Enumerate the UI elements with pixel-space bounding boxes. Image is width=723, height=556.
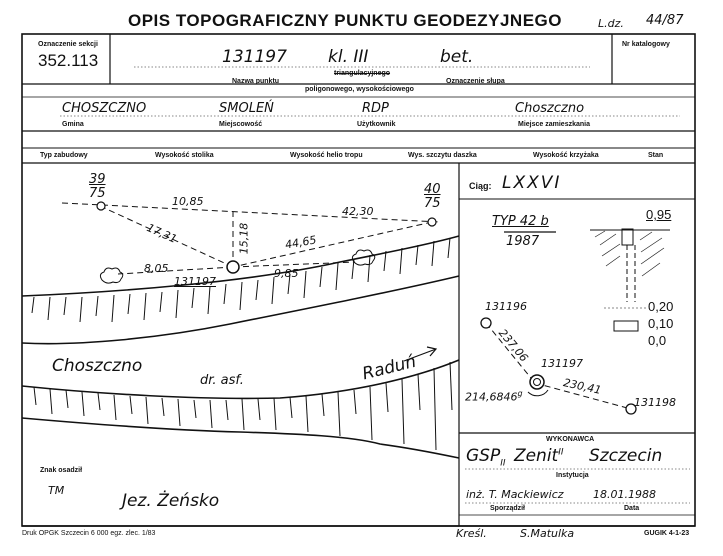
center-pt-label: 131197 xyxy=(174,275,216,288)
location-sketch xyxy=(22,201,460,459)
miejscowosc-value: SMOLEŃ xyxy=(219,101,274,116)
zamieszkania-value: Choszczno xyxy=(515,101,585,116)
point-name-label: Nazwa punktu xyxy=(232,78,280,85)
direction-arrow xyxy=(403,346,438,362)
znak-label: Znak osadził xyxy=(40,467,83,474)
embankment-hatching-lower xyxy=(33,361,453,451)
executor-city: Szczecin xyxy=(588,446,663,466)
pt-right-top: 40 xyxy=(424,182,441,197)
ciag-label: Ciąg: xyxy=(469,181,492,191)
traverse-angle: 214,6846g xyxy=(465,389,523,404)
mark-type-label: TYP 42 b xyxy=(492,214,549,229)
traverse-p2: 131197 xyxy=(541,357,583,370)
executor-person: inż. T. Mackiewicz xyxy=(466,488,564,501)
dist-15-18: 15,18 xyxy=(237,222,251,255)
lake-label: Jez. Żeńsko xyxy=(122,491,220,511)
mark-label: Oznaczenie słupa xyxy=(446,78,505,85)
town-left: Choszczno xyxy=(52,356,143,376)
inst-label: Instytucja xyxy=(556,472,589,479)
line-40-center xyxy=(232,221,433,268)
catalog-label: Nr katalogowy xyxy=(622,41,670,48)
road-label: dr. asf. xyxy=(200,373,244,388)
kreslil-label: Kreśl. xyxy=(456,527,487,540)
stan-label: Stan xyxy=(648,152,664,159)
embankment-hatching-upper xyxy=(31,237,451,323)
dist-8-05: 8,05 xyxy=(144,262,169,275)
height-095: 0,95 xyxy=(646,207,672,222)
traverse-line-1 xyxy=(485,322,536,384)
form-id: GUGIK 4-1-23 xyxy=(644,530,690,537)
traverse-p3: 131198 xyxy=(634,396,676,409)
traverse-p1: 131196 xyxy=(485,300,527,313)
wys-heli-label: Wysokość helio tropu xyxy=(290,152,363,159)
uzytkownik-label: Użytkownik xyxy=(357,121,396,128)
traverse-angle-value: 214,6846 xyxy=(465,390,518,404)
line-39-center xyxy=(99,205,234,268)
line-center-right xyxy=(232,261,356,268)
wys-krzyzaka-label: Wysokość krzyżaka xyxy=(533,152,599,159)
point-type-options-2: poligonowego, wysokościowego xyxy=(305,86,414,93)
kreslil-name: S.Matulka xyxy=(520,527,575,540)
ldz-label: L.dz. xyxy=(598,17,624,30)
executor-org: GSPII ZenitII Szczecin xyxy=(466,446,662,468)
pt-right-bot: 75 xyxy=(424,196,441,211)
dist-42-30: 42,30 xyxy=(342,205,374,218)
traverse-angle-unit: g xyxy=(517,389,523,398)
road-edge-lower-2 xyxy=(22,417,460,459)
point-class: kl. III xyxy=(328,47,369,67)
height-00: 0,0 xyxy=(648,333,667,348)
angle-arc xyxy=(527,389,549,397)
tree-icon xyxy=(99,267,124,284)
executor-name-sup: II xyxy=(558,447,564,458)
ldz-value: 44/87 xyxy=(646,13,684,28)
sporz-label: Sporządził xyxy=(490,505,526,512)
znak-value: TM xyxy=(48,484,65,497)
dist-10-85: 10,85 xyxy=(172,195,204,208)
point-name-value: 131197 xyxy=(222,47,287,67)
dist-9-85: 9,85 xyxy=(274,267,299,280)
wys-daszka-label: Wys. szczytu daszka xyxy=(408,152,477,159)
executor-date: 18.01.1988 xyxy=(593,488,656,501)
gmina-value: CHOSZCZNO xyxy=(62,101,147,116)
height-020: 0,20 xyxy=(648,299,674,314)
height-010: 0,10 xyxy=(648,316,674,331)
point-40-75 xyxy=(427,217,437,227)
tree-icon xyxy=(351,249,376,266)
traverse-point-131198 xyxy=(625,403,637,415)
mark-type: bet. xyxy=(440,47,474,67)
point-39-75 xyxy=(96,201,106,211)
pt-left-bot: 75 xyxy=(89,186,106,201)
point-type-options: triangulacyjnego xyxy=(334,70,391,77)
line-center-left xyxy=(117,266,234,275)
executor-sub: II xyxy=(500,458,506,469)
mark-year: 1987 xyxy=(506,234,540,249)
road-edge-upper-1 xyxy=(22,235,460,297)
data-label: Data xyxy=(624,505,640,512)
road-edge-lower-1 xyxy=(22,359,460,400)
ciag-value: LXXVI xyxy=(502,173,562,193)
wys-stolika-label: Wysokość stolika xyxy=(155,152,214,159)
road-edge-upper-2 xyxy=(22,275,460,345)
executor-value: GSP xyxy=(466,446,501,466)
gmina-label: Gmina xyxy=(62,121,84,128)
miejscowosc-label: Miejscowość xyxy=(219,121,263,128)
traverse-point-131196 xyxy=(480,317,492,329)
executor-name: Zenit xyxy=(513,446,559,466)
traverse-diagram xyxy=(480,317,637,415)
line-39-40 xyxy=(61,202,441,223)
pt-left-top: 39 xyxy=(89,172,106,187)
section-value: 352.113 xyxy=(38,51,99,70)
traverse-line-2 xyxy=(534,382,632,410)
form-title: OPIS TOPOGRAFICZNY PUNKTU GEODEZYJNEGO xyxy=(128,11,562,30)
traverse-point-131197 xyxy=(529,374,545,390)
section-label: Oznaczenie sekcji xyxy=(38,41,98,48)
print-info: Druk OPGK Szczecin 6 000 egz. zlec. 1/83 xyxy=(22,530,156,537)
zamieszkania-label: Miejsce zamieszkania xyxy=(518,121,590,128)
point-131197-marker xyxy=(226,260,240,274)
uzytkownik-value: RDP xyxy=(362,101,389,116)
executor-header: WYKONAWCA xyxy=(546,436,595,443)
typ-zabudowy-label: Typ zabudowy xyxy=(40,152,88,159)
